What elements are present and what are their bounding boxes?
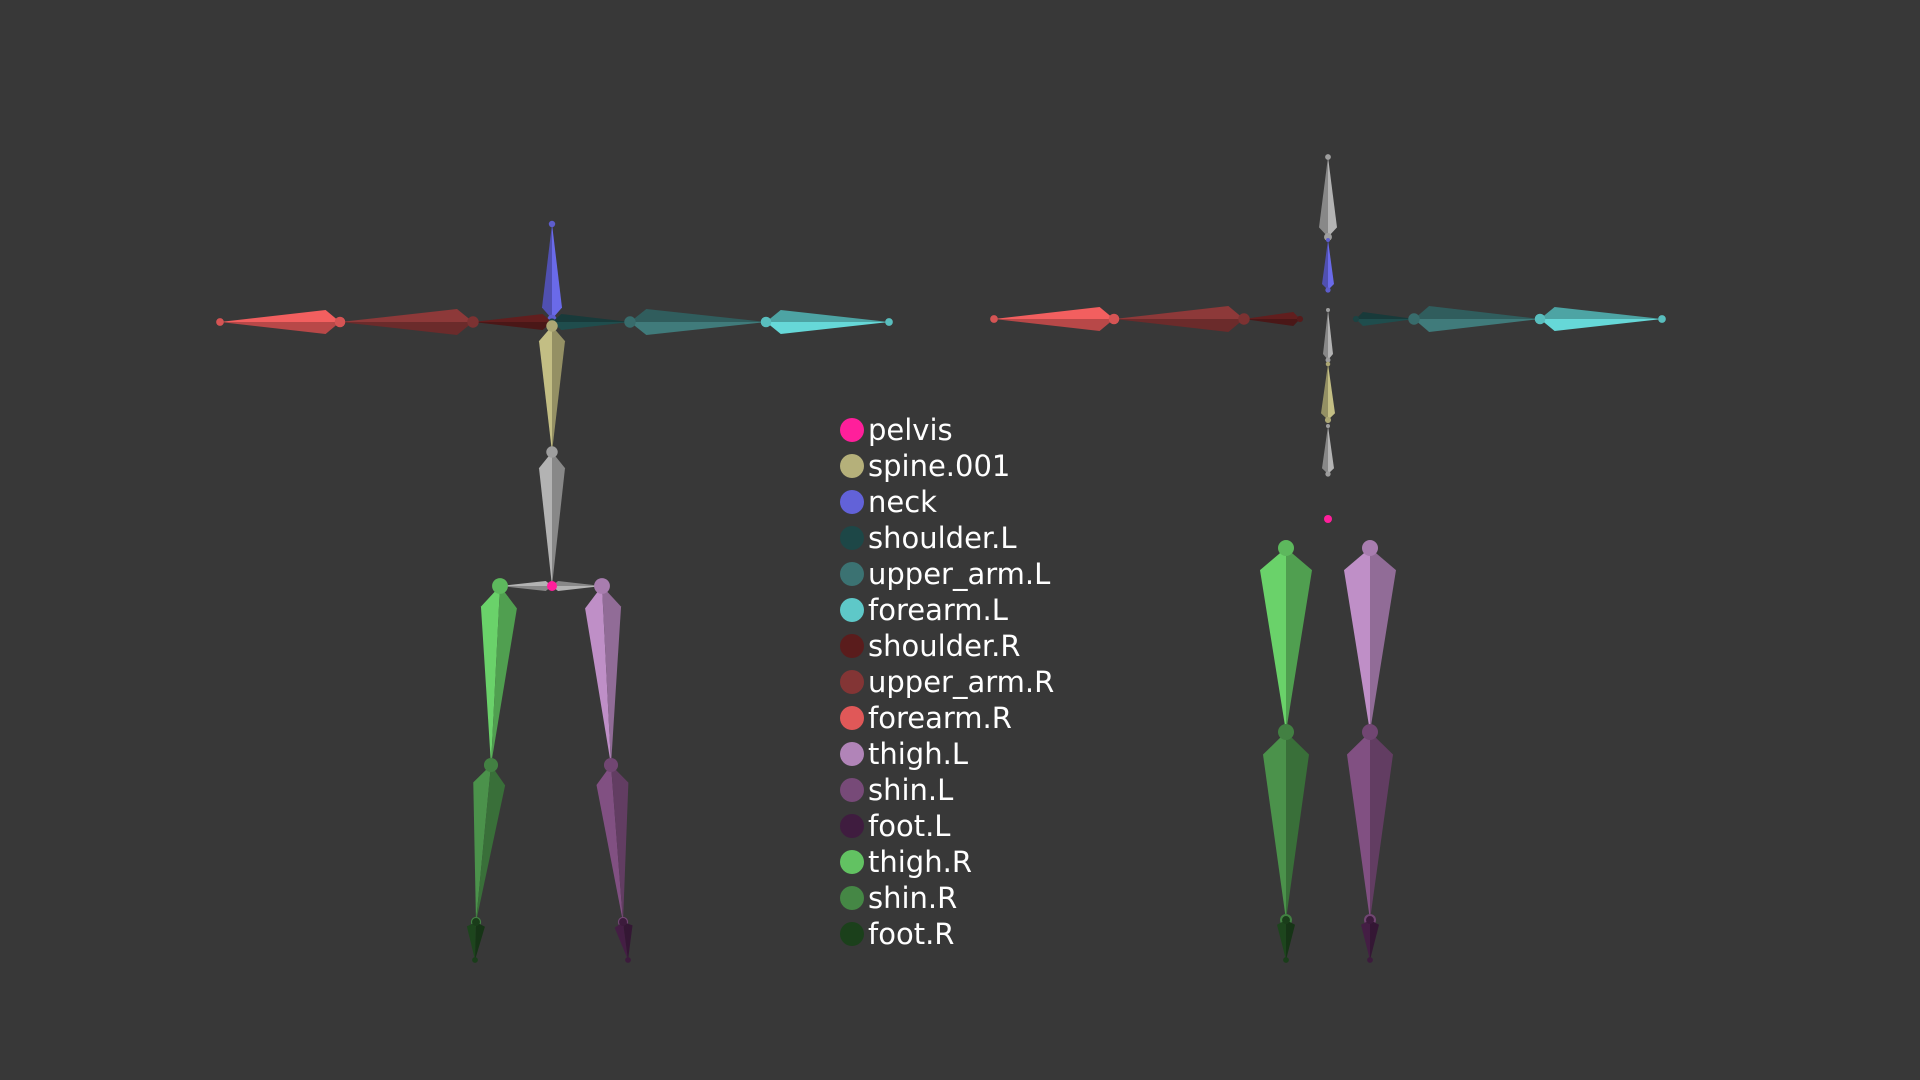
bone-upper-arm-R <box>335 309 479 335</box>
legend-item: forearm.R <box>840 700 1054 736</box>
legend-swatch <box>840 778 864 802</box>
legend-swatch <box>840 562 864 586</box>
legend-swatch <box>840 490 864 514</box>
legend-item: thigh.L <box>840 736 1054 772</box>
bone-spine <box>539 446 565 591</box>
legend-item: forearm.L <box>840 592 1054 628</box>
second-view-skeleton <box>990 154 1666 963</box>
legend-label: shin.L <box>868 773 954 807</box>
legend-swatch <box>840 922 864 946</box>
bone-forearm-L <box>1534 307 1666 331</box>
bone-shin-R <box>470 757 506 928</box>
bone-shin-R <box>1263 724 1309 926</box>
legend-label: upper_arm.R <box>868 665 1055 699</box>
legend-swatch <box>840 742 864 766</box>
legend-swatch <box>840 454 864 478</box>
bone-shin-L <box>596 757 629 928</box>
legend-swatch <box>840 814 864 838</box>
legend-item: foot.L <box>840 808 1054 844</box>
legend-item: shoulder.L <box>840 520 1054 556</box>
bone-thigh-L <box>1344 540 1396 738</box>
joint-pelvis <box>547 581 557 591</box>
legend-label: shoulder.R <box>868 629 1021 663</box>
legend-item: thigh.R <box>840 844 1054 880</box>
legend-label: shoulder.L <box>868 521 1017 555</box>
legend-swatch <box>840 886 864 910</box>
legend-label: forearm.L <box>868 593 1008 627</box>
legend-label: neck <box>868 485 937 519</box>
legend-item: upper_arm.R <box>840 664 1054 700</box>
legend-swatch <box>840 598 864 622</box>
bone-thigh-L <box>585 578 622 771</box>
bone-foot-R <box>1277 916 1295 963</box>
bone-foot-L <box>614 918 633 963</box>
bone-thigh-R <box>1260 540 1312 738</box>
bone-spine-001 <box>1321 361 1335 424</box>
legend-swatch <box>840 850 864 874</box>
bone-upper-arm-L <box>624 309 771 335</box>
bone-spine-001 <box>539 320 565 457</box>
bone-forearm-R <box>216 310 346 334</box>
legend-swatch <box>840 634 864 658</box>
legend-item: upper_arm.L <box>840 556 1054 592</box>
bone-shoulder-L <box>1352 312 1417 326</box>
legend-label: forearm.R <box>868 701 1012 735</box>
legend-label: foot.L <box>868 809 951 843</box>
bone-neck <box>1322 238 1334 293</box>
legend-label: thigh.R <box>868 845 972 879</box>
legend-item: spine.001 <box>840 448 1054 484</box>
legend-swatch <box>840 706 864 730</box>
bone-forearm-R <box>990 307 1120 331</box>
legend-item: pelvis <box>840 412 1054 448</box>
legend-swatch <box>840 670 864 694</box>
bone-spine <box>1322 424 1334 477</box>
bone-forearm-L <box>760 310 893 334</box>
front-view-skeleton <box>216 220 893 963</box>
bone-shin-L <box>1347 724 1393 926</box>
bone-spine-002 <box>1323 308 1333 363</box>
bone-shoulder-L <box>548 314 633 330</box>
legend-label: foot.R <box>868 917 955 951</box>
legend-swatch <box>840 526 864 550</box>
bone-shoulder-R <box>470 314 556 330</box>
legend-item: shin.R <box>840 880 1054 916</box>
legend-label: thigh.L <box>868 737 968 771</box>
legend-label: spine.001 <box>868 449 1011 483</box>
bone-upper-arm-R <box>1109 306 1250 332</box>
legend-label: pelvis <box>868 413 953 447</box>
legend-label: shin.R <box>868 881 958 915</box>
legend-item: neck <box>840 484 1054 520</box>
legend-item: foot.R <box>840 916 1054 952</box>
bone-upper-arm-L <box>1408 306 1545 332</box>
bone-foot-L <box>1361 916 1379 963</box>
legend-item: shin.L <box>840 772 1054 808</box>
bone-neck <box>542 220 562 324</box>
bone-foot-R <box>466 918 485 963</box>
bone-thigh-R <box>480 578 517 771</box>
legend-item: shoulder.R <box>840 628 1054 664</box>
joint-pelvis <box>1324 515 1332 523</box>
bone-head <box>1319 154 1337 241</box>
legend-label: upper_arm.L <box>868 557 1051 591</box>
bone-shoulder-R <box>1241 312 1304 326</box>
legend-swatch <box>840 418 864 442</box>
